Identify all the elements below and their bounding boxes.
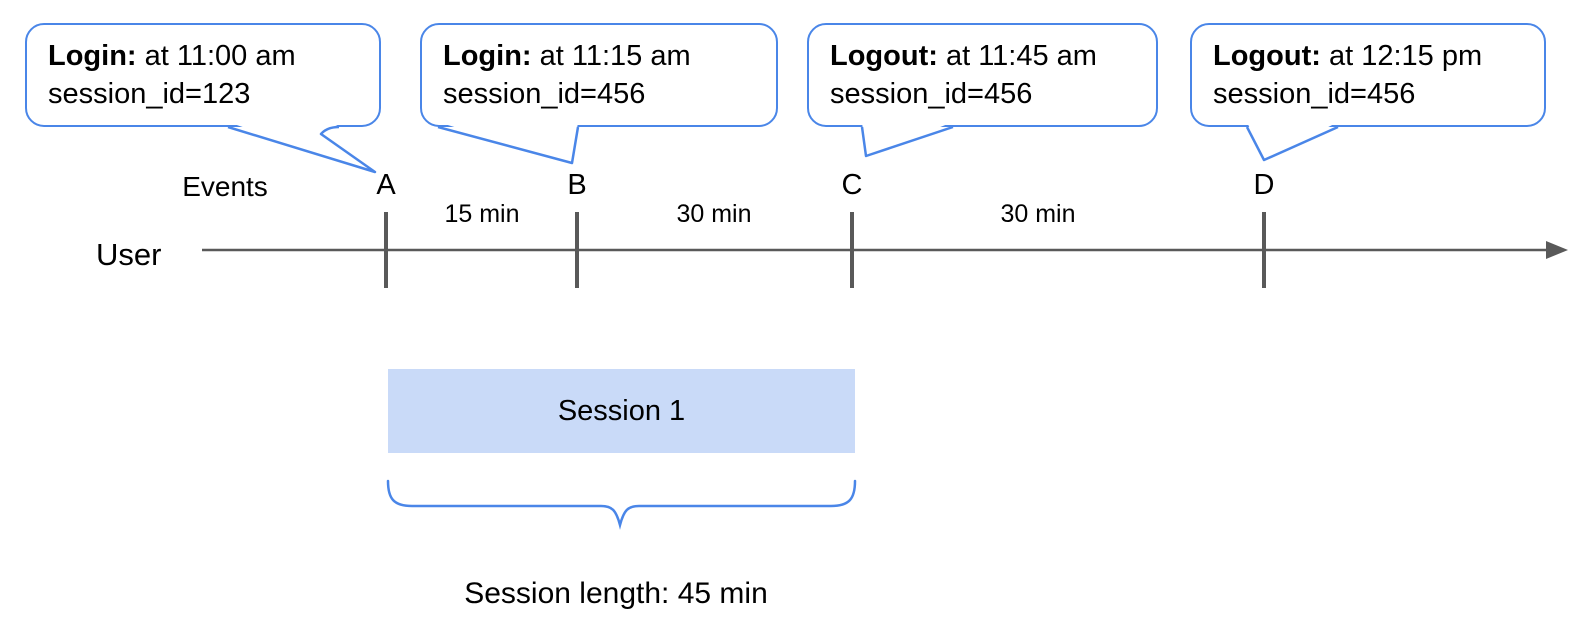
callout-session-line: session_id=456	[1213, 78, 1416, 110]
timeline-arrowhead-icon	[1546, 241, 1568, 259]
callout-event-line: Login: at 11:15 am	[443, 37, 758, 75]
event-time-label: at 11:00 am	[136, 40, 296, 72]
callout-event-line: Logout: at 11:45 am	[830, 37, 1138, 75]
session-length-brace	[386, 479, 857, 530]
point-label-d: D	[1253, 169, 1275, 201]
callout-session-line: session_id=123	[48, 78, 251, 110]
session-bar-label: Session 1	[557, 394, 686, 427]
callout-tail-b	[437, 122, 580, 165]
event-time-label: at 11:45 am	[937, 40, 1097, 72]
session-length-label: Session length: 45 min	[464, 577, 768, 610]
interval-label-cd: 30 min	[1000, 200, 1076, 228]
events-axis-label: Events	[182, 171, 268, 202]
callout-session-line: session_id=456	[830, 78, 1033, 110]
callout-event-b: Login: at 11:15 am session_id=456	[420, 23, 778, 127]
callout-tail-a	[227, 122, 377, 174]
interval-label-bc: 30 min	[676, 200, 752, 228]
point-label-c: C	[841, 169, 863, 201]
event-type-label: Logout:	[830, 40, 938, 72]
user-row-label: User	[96, 237, 162, 272]
callout-event-c: Logout: at 11:45 am session_id=456	[807, 23, 1158, 127]
callout-event-line: Login: at 11:00 am	[48, 37, 361, 75]
callout-event-d: Logout: at 12:15 pm session_id=456	[1190, 23, 1546, 127]
callout-session-line: session_id=456	[443, 78, 646, 110]
callout-event-line: Logout: at 12:15 pm	[1213, 37, 1526, 75]
event-type-label: Login:	[48, 40, 137, 72]
point-label-b: B	[567, 169, 587, 201]
event-time-label: at 12:15 pm	[1320, 40, 1483, 72]
callout-tail-d	[1245, 122, 1339, 162]
event-time-label: at 11:15 am	[531, 40, 691, 72]
session-bar: Session 1	[388, 369, 855, 453]
point-label-a: A	[376, 169, 396, 201]
interval-label-ab: 15 min	[444, 200, 520, 228]
callout-tail-c	[860, 122, 954, 158]
event-type-label: Login:	[443, 40, 532, 72]
event-type-label: Logout:	[1213, 40, 1321, 72]
callout-event-a: Login: at 11:00 am session_id=123	[25, 23, 381, 127]
